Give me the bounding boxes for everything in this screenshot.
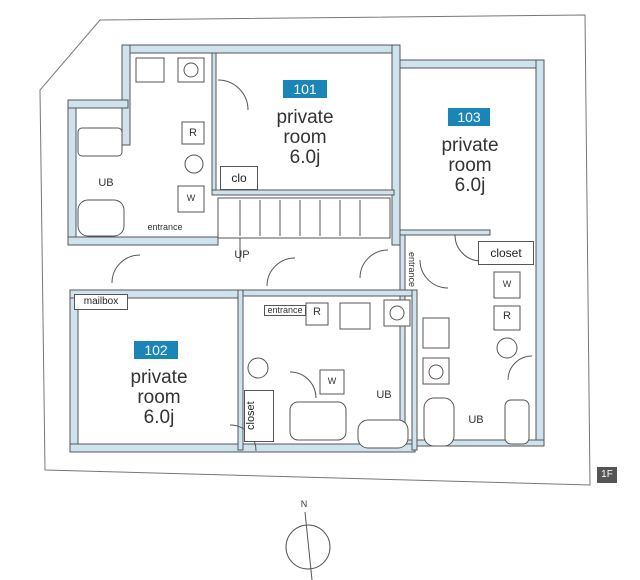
r-101-label: R (189, 127, 197, 139)
r-102-label: R (313, 306, 321, 318)
room-103-tag: 103 (448, 108, 490, 126)
room-101-label: private room 6.0j (252, 108, 358, 168)
room-102-tag: 102 (134, 341, 178, 359)
w-102-label: W (327, 376, 337, 386)
room-103-line1: private (441, 135, 499, 156)
walls (67, 44, 545, 453)
ub-101-label: UB (98, 177, 114, 189)
floor-badge: 1F (597, 467, 617, 483)
entrance-102-label: entrance (264, 305, 306, 317)
closet-103-box: closet (478, 241, 534, 265)
room-102-line1: private (130, 367, 188, 388)
north-label: N (300, 499, 308, 509)
clo-box: clo (220, 166, 258, 190)
mailbox-label: mailbox (74, 294, 128, 310)
room-103-line2: room (448, 154, 492, 176)
room-101-line1: private (276, 107, 334, 128)
entrance-101-label: entrance (147, 222, 183, 232)
lot-boundary (39, 14, 591, 486)
room-102-size: 6.0j (143, 406, 175, 428)
entrance-103-label: entrance (407, 252, 417, 288)
room-101-tag: 101 (283, 80, 327, 98)
room-101-line2: room (283, 126, 327, 148)
room-103-label: private room 6.0j (417, 136, 523, 196)
ub-102-label: UB (376, 389, 392, 401)
r-103-label: R (503, 310, 511, 322)
stairs (217, 197, 391, 262)
ub-103-label: UB (468, 414, 484, 426)
room-102-label: private room 6.0j (106, 368, 212, 428)
w-101-label: W (186, 193, 196, 203)
room-101-size: 6.0j (289, 146, 321, 168)
room-103-size: 6.0j (454, 174, 486, 196)
room-102-line2: room (137, 386, 181, 408)
closet-102-box: closet (244, 390, 274, 442)
fixtures (77, 57, 530, 449)
up-label: UP (234, 249, 250, 261)
w-103-label: W (502, 279, 512, 289)
compass (285, 511, 331, 580)
